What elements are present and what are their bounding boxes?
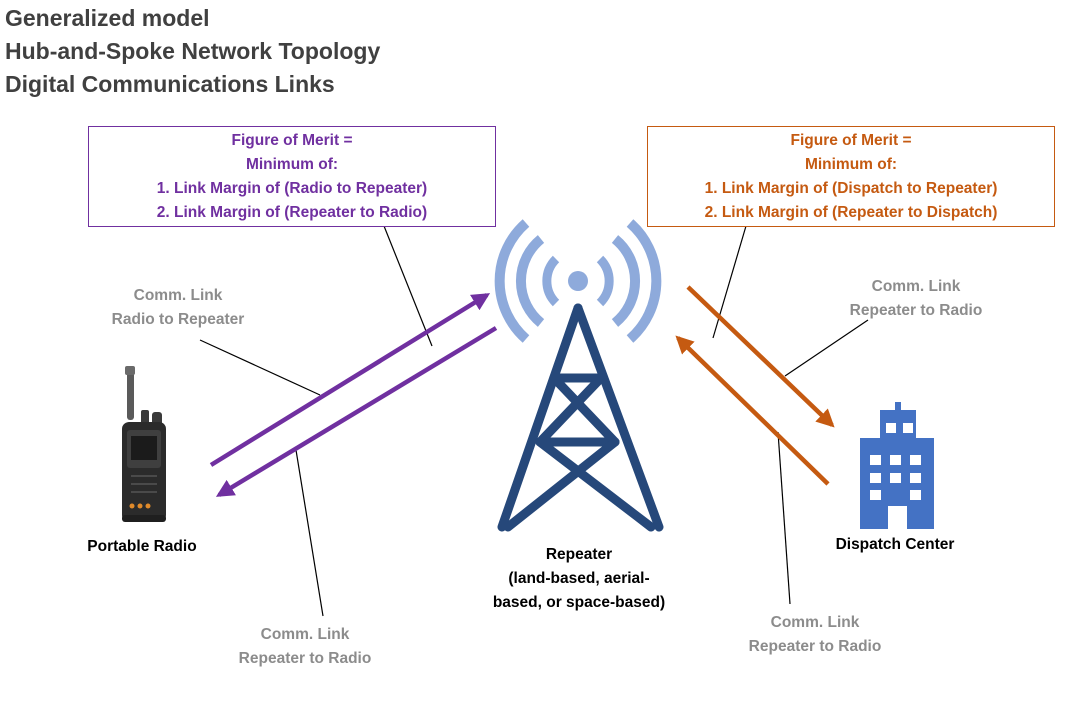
label-repeater: Repeater (land-based, aerial- based, or … — [492, 546, 666, 611]
callout-leader-link-repeater-to-radio-left — [295, 449, 324, 617]
arrow-repeater-to-radio-left — [215, 326, 498, 497]
figure-of-merit-radio-box: Figure of Merit = Minimum of: 1. Link Ma… — [88, 126, 496, 227]
signal-waves-icon — [494, 219, 662, 343]
label-link-repeater-to-radio-upper-right: Comm. Link Repeater to Radio — [849, 278, 983, 319]
merit-right-line-1: Figure of Merit = — [790, 132, 912, 149]
figure-of-merit-dispatch-box: Figure of Merit = Minimum of: 1. Link Ma… — [647, 126, 1055, 227]
callout-leader-link-lower-right — [777, 431, 791, 605]
callout-leader-merit-right — [712, 225, 747, 339]
label-link-repeater-to-radio-lower-right: Comm. Link Repeater to Radio — [748, 614, 882, 655]
merit-left-line-3: 1. Link Margin of (Radio to Repeater) — [156, 180, 428, 197]
portable-radio-icon — [122, 366, 166, 522]
callout-leader-link-radio-to-repeater — [199, 339, 321, 396]
merit-left-line-2: Minimum of: — [245, 156, 339, 173]
label-portable-radio: Portable Radio — [87, 538, 197, 555]
title-line-1: Generalized model — [5, 5, 210, 31]
label-dispatch-center: Dispatch Center — [835, 536, 955, 553]
merit-right-line-3: 1. Link Margin of (Dispatch to Repeater) — [704, 180, 998, 197]
label-link-radio-to-repeater: Comm. Link Radio to Repeater — [111, 287, 245, 328]
repeater-tower-icon — [494, 219, 664, 532]
merit-left-line-4: 2. Link Margin of (Repeater to Radio) — [156, 204, 428, 221]
title-line-2: Hub-and-Spoke Network Topology — [5, 38, 381, 64]
label-link-repeater-to-radio-left: Comm. Link Repeater to Radio — [238, 626, 372, 667]
diagram-title: Generalized model Hub-and-Spoke Network … — [5, 2, 380, 101]
arrow-dispatch-to-repeater — [675, 335, 830, 486]
callout-leader-merit-left — [383, 225, 433, 347]
arrow-repeater-to-dispatch — [686, 285, 835, 428]
merit-left-line-1: Figure of Merit = — [231, 132, 353, 149]
callout-leader-link-upper-right — [784, 319, 869, 377]
dispatch-center-building-icon — [860, 402, 934, 529]
arrow-radio-to-repeater — [209, 293, 491, 467]
title-line-3: Digital Communications Links — [5, 71, 335, 97]
merit-right-line-4: 2. Link Margin of (Repeater to Dispatch) — [704, 204, 998, 221]
merit-right-line-2: Minimum of: — [804, 156, 898, 173]
